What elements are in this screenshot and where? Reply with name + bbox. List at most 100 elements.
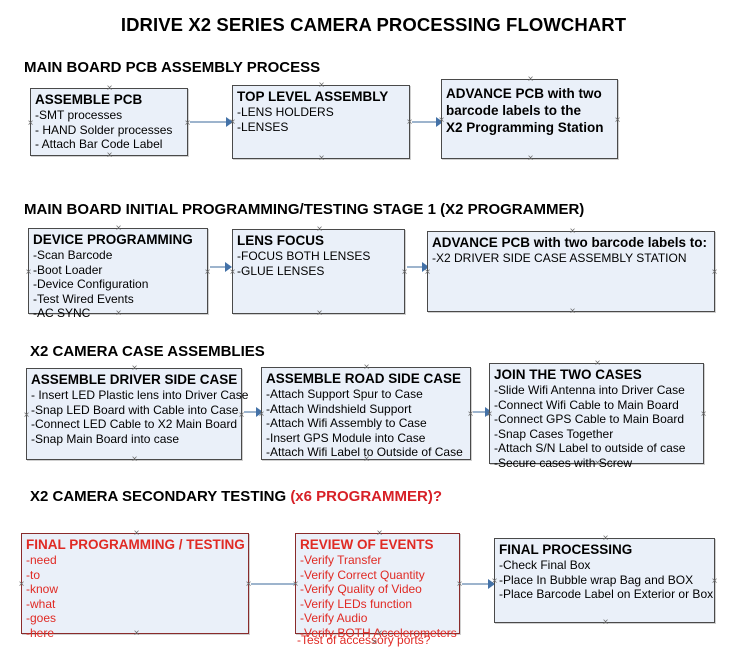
section-heading-text: X2 CAMERA CASE ASSEMBLIES xyxy=(30,343,265,360)
resize-handle-left[interactable] xyxy=(22,411,31,420)
box-line: -goes xyxy=(26,611,57,625)
resize-handle-top[interactable] xyxy=(132,529,141,538)
resize-handle-bottom[interactable] xyxy=(593,459,602,468)
resize-handle-left[interactable] xyxy=(257,410,266,419)
resize-handle-bottom[interactable] xyxy=(132,629,141,638)
resize-handle-top[interactable] xyxy=(105,84,114,93)
resize-handle-bottom[interactable] xyxy=(370,638,379,647)
box-line: -Check Final Box xyxy=(499,558,591,572)
box-title: TOP LEVEL ASSEMBLY xyxy=(237,89,389,104)
resize-handle-right[interactable] xyxy=(699,410,708,419)
resize-handle-top[interactable] xyxy=(593,359,602,368)
resize-handle-top[interactable] xyxy=(375,529,384,538)
box-line: -Place Barcode Label on Exterior or Box xyxy=(499,587,714,601)
box-line: -Attach Windshield Support xyxy=(266,401,412,416)
resize-handle-left[interactable] xyxy=(490,577,499,586)
section-heading-text: X2 CAMERA SECONDARY TESTING xyxy=(30,488,291,505)
box-line: -need xyxy=(26,553,57,567)
resize-handle-left[interactable] xyxy=(228,268,237,277)
box-top-level-assembly[interactable]: TOP LEVEL ASSEMBLY -LENS HOLDERS -LENSES xyxy=(232,85,410,159)
box-line: -to xyxy=(26,567,41,582)
box-device-programming[interactable]: DEVICE PROGRAMMING -Scan Barcode -Boot L… xyxy=(28,228,208,320)
box-assemble-pcb[interactable]: ASSEMBLE PCB -SMT processes - HAND Solde… xyxy=(30,88,188,156)
box-line: -LENS HOLDERS xyxy=(237,105,334,119)
box-line: -Attach Wifi Label to Outside of Case xyxy=(266,445,463,459)
section-heading-main-board-pcb-assembly: MAIN BOARD PCB ASSEMBLY PROCESS xyxy=(24,59,320,76)
resize-handle-right[interactable] xyxy=(613,116,622,125)
resize-handle-left[interactable] xyxy=(291,580,300,589)
box-advance-pcb-driver-side[interactable]: ADVANCE PCB with two barcode labels to: … xyxy=(427,231,715,312)
resize-handle-left[interactable] xyxy=(423,268,432,277)
resize-handle-left[interactable] xyxy=(24,268,33,277)
connector-review-to-final-processing xyxy=(462,583,492,585)
box-line: -Verify Quality of Video xyxy=(300,582,422,596)
box-line: -Verify Audio xyxy=(300,611,368,625)
box-line: -Verify Transfer xyxy=(300,553,382,567)
box-title: ASSEMBLE DRIVER SIDE CASE xyxy=(31,372,238,387)
resize-handle-top[interactable] xyxy=(317,81,326,90)
box-title: ADVANCE PCB with two barcode labels to: xyxy=(432,235,708,250)
resize-handle-top[interactable] xyxy=(568,227,577,236)
box-title: ASSEMBLE PCB xyxy=(35,92,143,107)
connector-assemble-pcb-to-top-level xyxy=(190,121,228,123)
resize-handle-right[interactable] xyxy=(710,577,719,586)
resize-handle-right[interactable] xyxy=(710,268,719,277)
box-assemble-driver-side-case[interactable]: ASSEMBLE DRIVER SIDE CASE - Insert LED P… xyxy=(26,368,249,460)
section-heading-x2-camera-case-assemblies: X2 CAMERA CASE ASSEMBLIES xyxy=(30,343,265,360)
box-title: ADVANCE PCB with two xyxy=(446,86,602,101)
box-line: -AC SYNC xyxy=(33,306,91,320)
resize-handle-bottom[interactable] xyxy=(317,154,326,163)
box-line: -what xyxy=(26,596,56,611)
resize-handle-top[interactable] xyxy=(362,363,371,372)
section-heading-x2-camera-secondary-testing: X2 CAMERA SECONDARY TESTING (x6 PROGRAMM… xyxy=(30,488,442,505)
connector-road-case-to-join-cases xyxy=(473,411,489,413)
box-line: -Snap Main Board into case xyxy=(31,431,180,446)
box-lens-focus[interactable]: LENS FOCUS -FOCUS BOTH LENSES -GLUE LENS… xyxy=(232,229,405,314)
resize-handle-bottom[interactable] xyxy=(526,154,535,163)
box-line: -Connect LED Cable to X2 Main Board xyxy=(31,417,238,431)
section-heading-text: MAIN BOARD INITIAL PROGRAMMING/TESTING S… xyxy=(24,201,585,218)
box-line: - Insert LED Plastic lens into Driver Ca… xyxy=(31,388,249,402)
box-line: -Connect GPS Cable to Main Board xyxy=(494,412,685,426)
box-final-processing[interactable]: FINAL PROCESSING -Check Final Box -Place… xyxy=(494,538,715,623)
resize-handle-top[interactable] xyxy=(114,224,123,233)
resize-handle-left[interactable] xyxy=(485,410,494,419)
box-review-of-events[interactable]: REVIEW OF EVENTS -Verify Transfer -Verif… xyxy=(295,533,460,640)
box-line: -GLUE LENSES xyxy=(237,263,325,278)
resize-handle-bottom[interactable] xyxy=(130,455,139,464)
resize-handle-bottom[interactable] xyxy=(114,309,123,318)
box-title: X2 Programming Station xyxy=(446,120,604,135)
resize-handle-bottom[interactable] xyxy=(601,618,610,627)
resize-handle-top[interactable] xyxy=(315,225,324,234)
connector-driver-case-to-road-case xyxy=(244,411,260,413)
resize-handle-bottom[interactable] xyxy=(362,455,371,464)
resize-handle-top[interactable] xyxy=(526,75,535,84)
connector-top-level-to-advance-pcb xyxy=(412,121,440,123)
resize-handle-bottom[interactable] xyxy=(105,151,114,160)
resize-handle-bottom[interactable] xyxy=(315,309,324,318)
box-line: -Slide Wifi Antenna into Driver Case xyxy=(494,383,685,397)
box-assemble-road-side-case[interactable]: ASSEMBLE ROAD SIDE CASE -Attach Support … xyxy=(261,367,471,460)
page-title: IDRIVE X2 SERIES CAMERA PROCESSING FLOWC… xyxy=(120,14,627,35)
box-line: -Device Configuration xyxy=(33,277,149,291)
resize-handle-top[interactable] xyxy=(130,364,139,373)
box-title: JOIN THE TWO CASES xyxy=(494,367,642,382)
resize-handle-left[interactable] xyxy=(228,118,237,127)
resize-handle-right[interactable] xyxy=(203,268,212,277)
resize-handle-left[interactable] xyxy=(437,116,446,125)
box-line: -LENSES xyxy=(237,119,289,134)
resize-handle-left[interactable] xyxy=(17,580,26,589)
resize-handle-left[interactable] xyxy=(26,119,35,128)
box-final-programming-testing[interactable]: FINAL PROGRAMMING / TESTING -need -to -k… xyxy=(21,533,249,640)
connector-arrowhead-icon xyxy=(225,262,232,272)
box-line: -know xyxy=(26,582,59,596)
resize-handle-right[interactable] xyxy=(400,268,409,277)
box-title: barcode labels to the xyxy=(446,103,582,118)
resize-handle-top[interactable] xyxy=(601,534,610,543)
resize-handle-bottom[interactable] xyxy=(568,307,577,316)
box-advance-pcb-to-programming-station[interactable]: ADVANCE PCB with two barcode labels to t… xyxy=(441,79,618,159)
box-line: -Snap Cases Together xyxy=(494,426,614,441)
box-title: FINAL PROCESSING xyxy=(499,542,633,557)
box-join-the-two-cases[interactable]: JOIN THE TWO CASES -Slide Wifi Antenna i… xyxy=(489,363,704,470)
